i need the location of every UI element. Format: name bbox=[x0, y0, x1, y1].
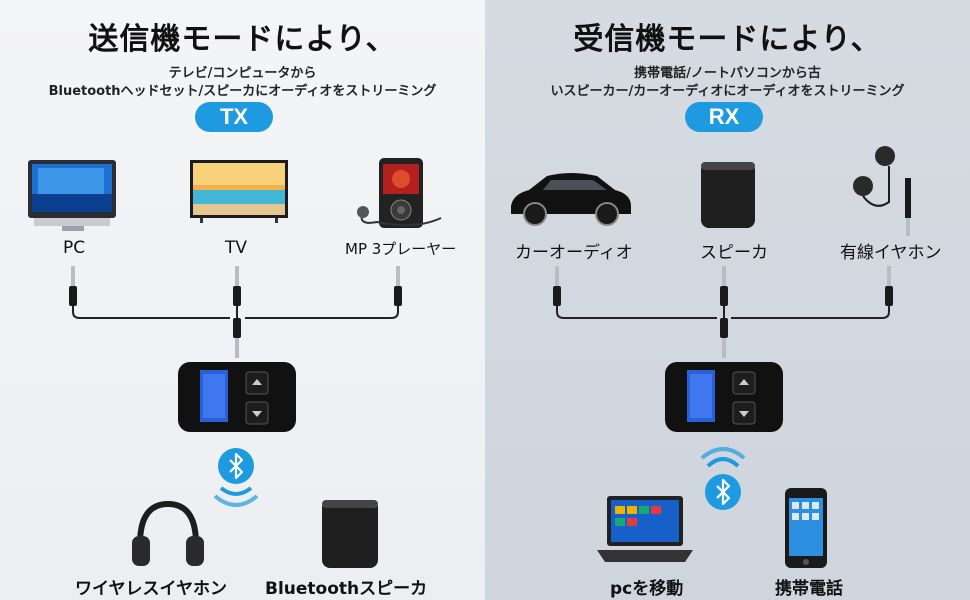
tx-device-icon bbox=[178, 362, 296, 432]
tv-icon bbox=[190, 160, 288, 223]
source-label-phone: 携帯電話 bbox=[775, 579, 843, 599]
mp3-player-icon bbox=[357, 158, 442, 228]
output-label-speaker: スピーカ bbox=[700, 243, 768, 263]
rx-bluetooth-icon bbox=[705, 474, 741, 510]
output-label-wired-earphones: 有線イヤホン bbox=[840, 243, 942, 263]
source-label-mp3: MP 3プレーヤー bbox=[345, 240, 457, 258]
rx-subtitle-line2: いスピーカー/カーオーディオにオーディオをストリーミング bbox=[550, 84, 905, 99]
speaker-icon bbox=[322, 500, 378, 568]
tx-mode-badge: TX bbox=[195, 102, 273, 132]
tx-cable-diagram bbox=[69, 266, 402, 358]
headphones-icon bbox=[132, 500, 204, 566]
car-icon bbox=[511, 173, 631, 226]
rx-cable-diagram bbox=[553, 266, 893, 358]
tx-title: 送信機モードにより、 bbox=[88, 22, 397, 57]
pc-monitor-icon bbox=[28, 160, 116, 231]
rx-panel: 受信機モードにより、 携帯電話/ノートパソコンから古 いスピーカー/カーオーディ… bbox=[485, 0, 970, 600]
wired-earphones-icon bbox=[853, 146, 911, 236]
output-label-earphones: ワイヤレスイヤホン bbox=[75, 579, 227, 599]
source-label-tv: TV bbox=[225, 238, 248, 258]
rx-signal-waves-icon bbox=[700, 447, 746, 468]
source-label-pc: PC bbox=[63, 238, 86, 258]
output-label-car-audio: カーオーディオ bbox=[515, 243, 633, 263]
tx-subtitle-line2: Bluetoothヘッドセット/スピーカにオーディオをストリーミング bbox=[48, 84, 437, 99]
rx-speaker-icon bbox=[701, 162, 755, 228]
bluetooth-icon bbox=[218, 448, 254, 484]
laptop-icon bbox=[597, 496, 693, 562]
phone-icon bbox=[785, 488, 827, 568]
rx-subtitle-line1: 携帯電話/ノートパソコンから古 bbox=[634, 66, 821, 81]
tx-panel: 送信機モードにより、 テレビ/コンピュータから Bluetoothヘッドセット/… bbox=[0, 0, 485, 600]
rx-device-icon bbox=[665, 362, 783, 432]
tx-subtitle-line1: テレビ/コンピュータから bbox=[168, 66, 317, 81]
signal-waves-icon bbox=[213, 486, 259, 507]
output-label-bt-speaker: Bluetoothスピーカ bbox=[265, 579, 428, 599]
source-label-pc-move: pcを移動 bbox=[610, 579, 684, 599]
rx-title: 受信機モードにより、 bbox=[573, 22, 882, 57]
rx-mode-badge: RX bbox=[685, 102, 763, 132]
